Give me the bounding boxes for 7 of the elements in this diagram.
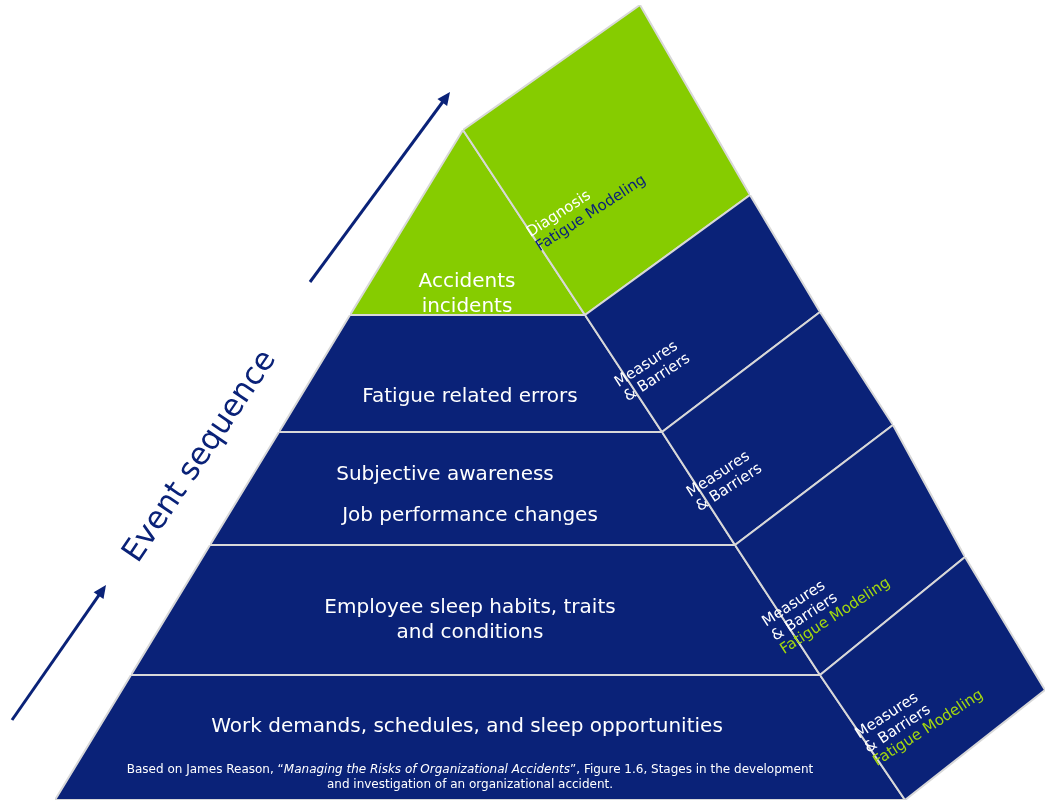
tier-label: Employee sleep habits, traits and conditions xyxy=(323,594,617,644)
tier-label: Fatigue related errors xyxy=(361,383,579,408)
tier-label: Accidents incidents xyxy=(417,268,517,318)
tier-label: Work demands, schedules, and sleep opportunities xyxy=(210,713,724,738)
tier-label: Subjective awareness xyxy=(335,461,555,486)
citation-text: Based on James Reason, “Managing the Risks of Organizational Accidents”, Figure 1.6, Stages in the development and investigation of an organizational accident. xyxy=(125,762,815,792)
citation-text: Job performance changes xyxy=(340,502,599,527)
